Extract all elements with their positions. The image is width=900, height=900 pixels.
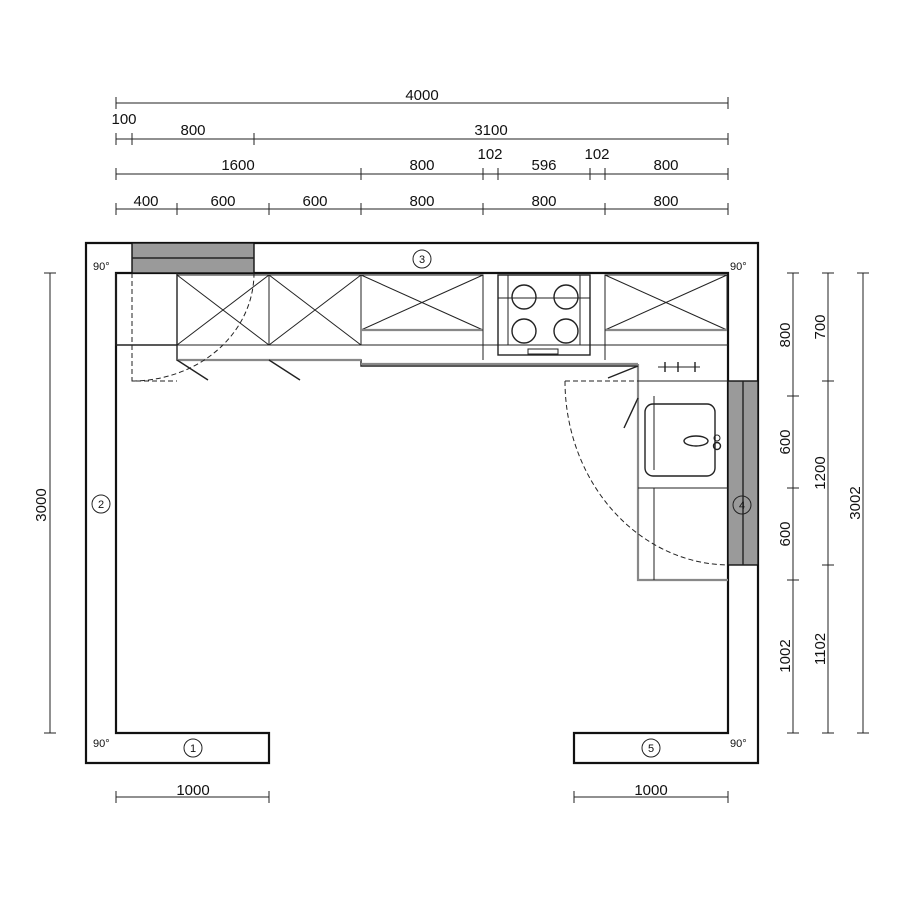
dim-left-height: 3000 [33,488,50,521]
angle-top-left: 90° [93,261,110,273]
dim-r4-a: 400 [133,193,158,210]
dim-r4-f: 800 [653,193,678,210]
window-right [727,380,759,566]
wall-label-3: 3 [419,254,425,266]
dim-r4-c: 600 [302,193,327,210]
door-swings [131,272,729,566]
dim-bottom-left: 1000 [176,782,209,799]
dim-r3-d: 596 [531,157,556,174]
angle-bottom-left: 90° [93,738,110,750]
dimension-labels-top: 4000 100 800 3100 1600 800 102 596 102 8… [111,87,678,210]
dim-right-inner-a: 800 [777,322,794,347]
dim-right-inner-d: 1002 [777,639,794,672]
angle-top-right: 90° [730,261,747,273]
sink [644,403,722,477]
burner-icon [553,318,579,344]
wall-label-5: 5 [648,743,654,755]
dim-r3-a: 1600 [221,157,254,174]
angle-labels: 90° 90° 90° 90° [93,261,747,750]
wall-label-1: 1 [190,743,196,755]
wall-label-4: 4 [739,500,745,512]
cooktop [497,274,591,356]
dim-r2-c: 3100 [474,122,507,139]
cabinet-row-top [115,273,728,582]
dim-right-mid-a: 700 [812,314,829,339]
window-top [131,242,255,274]
dim-r2-b: 800 [180,122,205,139]
dim-bottom-right: 1000 [634,782,667,799]
dimension-lines-top [115,97,729,215]
burner-icon [511,284,537,310]
dim-total-width: 4000 [405,87,438,104]
dim-r3-b: 800 [409,157,434,174]
dim-r3-f: 800 [653,157,678,174]
angle-bottom-right: 90° [730,738,747,750]
dim-r4-b: 600 [210,193,235,210]
wall-marker-4 [732,495,752,515]
dim-r4-d: 800 [409,193,434,210]
dim-r4-e: 800 [531,193,556,210]
wall-marker-2 [91,494,111,514]
wall-marker-5 [641,738,661,758]
dim-r2-a: 100 [111,111,136,128]
wall-label-2: 2 [98,499,104,511]
dimension-lines-bottom [115,791,729,803]
burner-icon [553,284,579,310]
wall-marker-3 [412,249,432,269]
dimension-line-left [44,272,56,734]
dim-right-inner-b: 600 [777,429,794,454]
dim-r3-e: 102 [584,146,609,163]
dim-right-mid-c: 1102 [812,633,829,665]
dim-right-inner-c: 600 [777,521,794,546]
faucet-icon [712,441,722,451]
dim-right-outer: 3002 [847,486,864,519]
wall-marker-1 [183,738,203,758]
cabinet-row-right [638,362,728,580]
burner-icon [511,318,537,344]
dim-r3-c: 102 [477,146,502,163]
dimension-labels-right: 800 600 600 1002 700 1200 1102 3002 [777,314,864,672]
dimension-lines-right [787,272,869,734]
wall-outline [84,241,760,765]
wall-markers: 1 2 3 4 5 [91,249,752,758]
dim-right-mid-b: 1200 [812,456,829,489]
